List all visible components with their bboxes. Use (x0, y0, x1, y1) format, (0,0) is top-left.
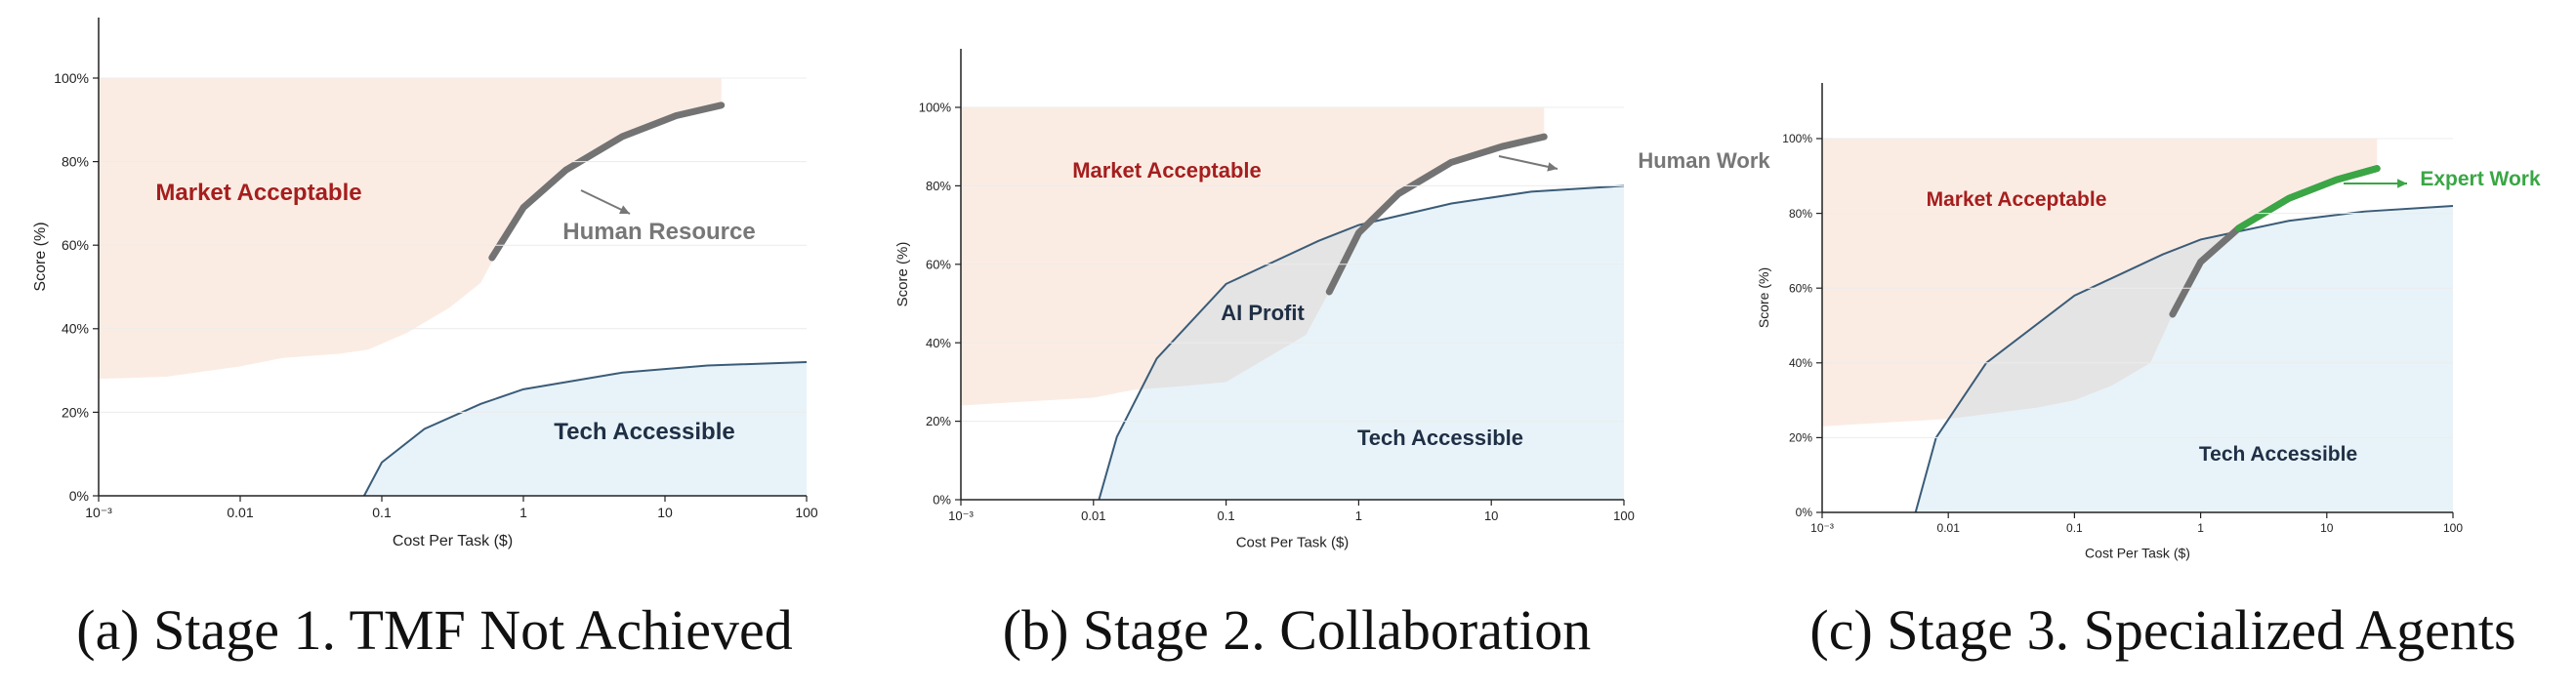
panel-a-market-label: Market Acceptable (155, 180, 361, 206)
panel-b-y-tick-label: 40% (926, 336, 951, 350)
panel-c-arrow-head (2397, 179, 2407, 188)
panel-a-chart: 0% 20% 40% 60% 80% 100% 10⁻³ 0.01 0.1 1 10 100Cost … (32, 18, 818, 549)
panel-a-x-tick-label: 10 (657, 505, 673, 520)
panel-c-tech-label: Tech Accessible (2199, 443, 2357, 466)
panel-c-x-tick-label: 1 (2197, 521, 2204, 535)
panel-a-y-axis-label: Score (%) (32, 222, 49, 291)
panel-b-arrow-head (1547, 162, 1558, 172)
panel-b-market-label: Market Acceptable (1072, 158, 1262, 183)
panel-c-y-tick-label: 100% (1782, 132, 1812, 145)
panel-a-x-tick-label: 0.01 (227, 505, 253, 520)
panel-c-x-axis-label: Cost Per Task ($) (2085, 545, 2190, 560)
panel-b-y-axis-label: Score (%) (894, 242, 911, 307)
panel-b-work-label: Human Work (1638, 148, 1770, 173)
panel-a-caption: (a) Stage 1. TMF Not Achieved (76, 598, 793, 662)
panel-c-y-tick-label: 60% (1789, 281, 1812, 295)
panel-b-x-tick-label: 10 (1484, 508, 1498, 523)
panel-b-tech-label: Tech Accessible (1357, 426, 1523, 450)
panel-a-x-tick-label: 1 (519, 505, 527, 520)
panel-b-x-tick-label: 100 (1613, 508, 1635, 523)
panel-b-y-tick-label: 60% (926, 257, 951, 271)
panel-c-x-tick-label: 0.1 (2066, 521, 2083, 535)
panel-a-tech-curve (363, 361, 808, 497)
panel-b-caption: (b) Stage 2. Collaboration (1002, 598, 1592, 662)
panel-c-y-tick-label: 20% (1789, 431, 1812, 445)
panel-b-market-region (961, 107, 1545, 406)
panel-b-x-axis-label: Cost Per Task ($) (1236, 535, 1350, 551)
panel-c-market-label: Market Acceptable (1927, 188, 2107, 211)
panel-c-y-axis-label: Score (%) (1756, 267, 1771, 328)
panel-a-x-tick-label: 0.1 (372, 505, 392, 520)
panel-a-y-tick-label: 40% (62, 321, 89, 337)
panel-c-x-tick-label: 10 (2320, 521, 2334, 535)
panel-c-work-label: Expert Work (2420, 168, 2541, 190)
panel-c-y-tick-label: 40% (1789, 356, 1812, 370)
panel-b-x-tick-label: 10⁻³ (948, 508, 974, 523)
panel-c-x-tick-label: 10⁻³ (1810, 521, 1834, 535)
panel-a-x-tick-label: 100 (795, 505, 818, 520)
panel-b-overlap-label: AI Profit (1221, 301, 1305, 325)
panel-c-caption: (c) Stage 3. Specialized Agents (1809, 598, 2516, 662)
panel-c-market-region (1822, 139, 2378, 427)
panel-b-y-tick-label: 20% (926, 414, 951, 428)
panel-a-tech-region (363, 362, 807, 496)
panel-b-y-tick-label: 0% (933, 493, 951, 508)
panel-b-y-tick-label: 100% (919, 101, 952, 115)
panel-a-y-tick-label: 80% (62, 154, 89, 170)
panel-b-y-tick-label: 80% (926, 179, 951, 193)
panel-a-tech-label: Tech Accessible (554, 419, 734, 445)
panel-b-arrow-line (1498, 155, 1558, 170)
panel-a-x-axis-label: Cost Per Task ($) (393, 533, 513, 549)
panel-b-x-tick-label: 0.01 (1081, 508, 1105, 523)
panel-b-work-curve (1325, 133, 1548, 296)
panel-c-chart: 0% 20% 40% 60% 80% 100% 10⁻³ 0.01 0.1 1 10 100Cost … (1756, 83, 2541, 560)
panel-b-x-tick-label: 1 (1355, 508, 1362, 523)
panel-c-x-tick-label: 100 (2443, 521, 2463, 535)
panel-a-work-curve (488, 102, 726, 262)
panel-c-tech-curve (1914, 204, 2454, 513)
panel-c-y-tick-label: 0% (1796, 506, 1813, 519)
panel-c-tech-region (1915, 205, 2453, 512)
panel-a-work-label: Human Resource (562, 219, 755, 245)
panel-a-market-region (99, 78, 722, 380)
panel-a-y-tick-label: 20% (62, 404, 89, 420)
panel-a-y-tick-label: 60% (62, 237, 89, 253)
panel-b-tech-curve (1098, 184, 1625, 501)
panel-c-y-tick-label: 80% (1789, 207, 1812, 221)
panel-b-x-tick-label: 0.1 (1218, 508, 1235, 523)
panel-a-x-tick-label: 10⁻³ (85, 505, 112, 520)
panel-b-chart: 0% 20% 40% 60% 80% 100% 10⁻³ 0.01 0.1 1 10 100Cost … (894, 49, 1770, 551)
panel-a-arrow-head (619, 205, 630, 215)
panel-a-y-tick-label: 0% (69, 488, 89, 504)
panel-c-x-tick-label: 0.01 (1937, 521, 1961, 535)
panel-a-y-tick-label: 100% (54, 70, 89, 86)
